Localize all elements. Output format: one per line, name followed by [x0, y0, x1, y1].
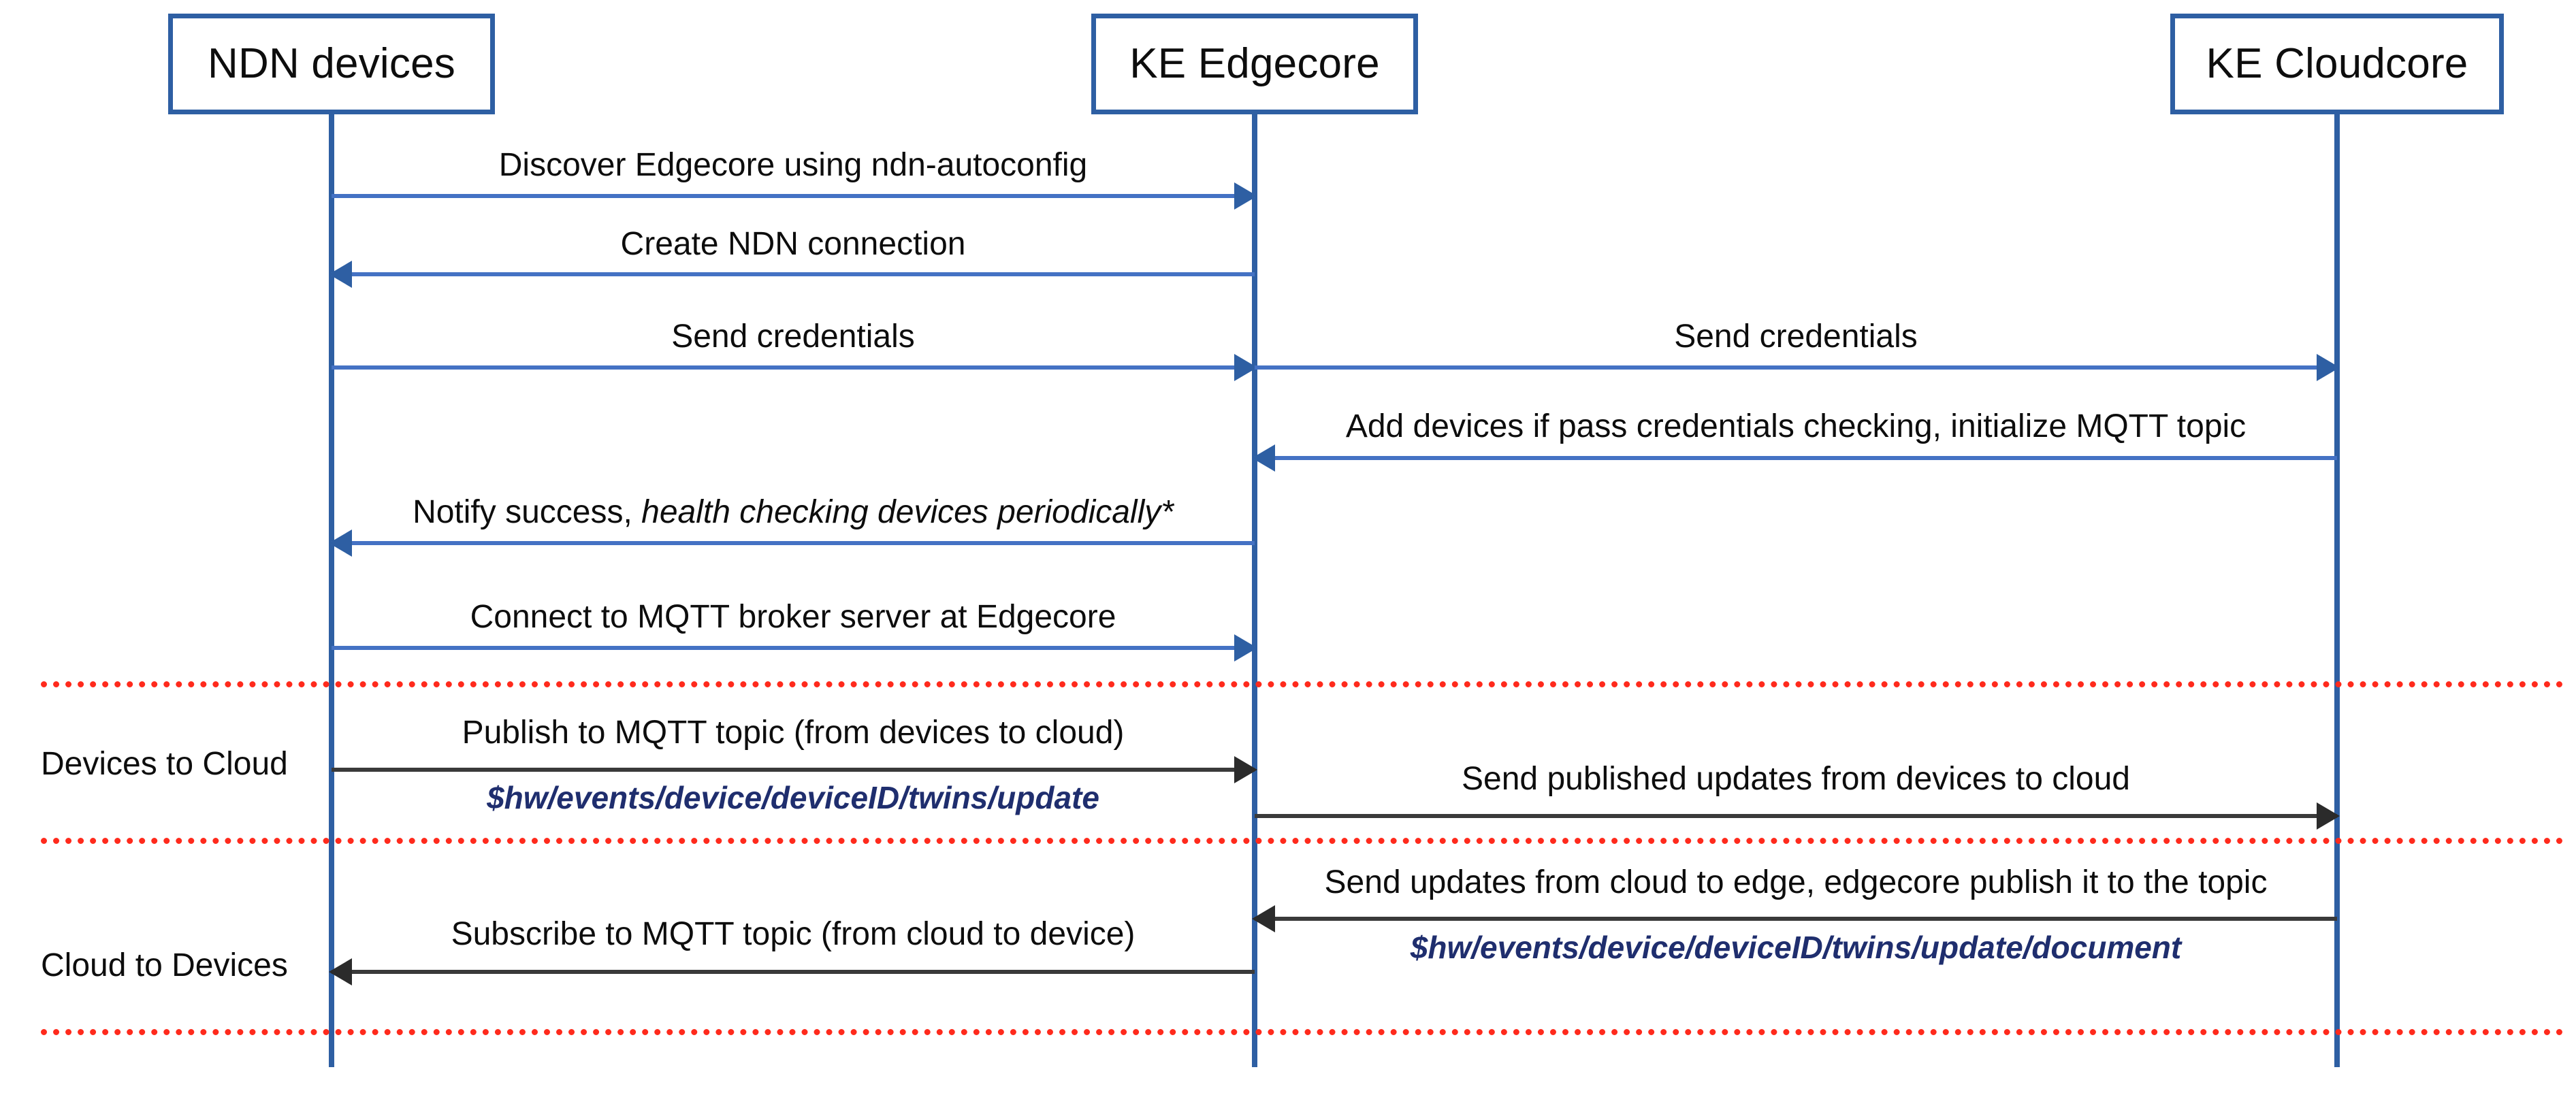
actor-label-ke-cloudcore: KE Cloudcore [2206, 40, 2468, 87]
actor-box-ke-edgecore[interactable]: KE Edgecore [1091, 14, 1418, 114]
message-label-connect-mqtt-broker: Connect to MQTT broker server at Edgecor… [470, 599, 1116, 635]
lifeline-ke-edgecore [1252, 114, 1257, 1067]
arrowhead-right-icon [1234, 634, 1257, 662]
message-line [332, 768, 1255, 772]
message-line [332, 272, 1255, 276]
actor-box-ndn-devices[interactable]: NDN devices [168, 14, 495, 114]
message-label-subscribe-mqtt-topic: Subscribe to MQTT topic (from cloud to d… [451, 916, 1136, 952]
arrowhead-right-icon [1234, 354, 1257, 381]
arrowhead-right-icon [2317, 802, 2340, 830]
message-line [332, 194, 1255, 198]
arrowhead-left-icon [329, 261, 352, 288]
actor-box-ke-cloudcore[interactable]: KE Cloudcore [2170, 14, 2504, 114]
message-line [1255, 365, 2337, 370]
actor-label-ndn-devices: NDN devices [208, 40, 455, 87]
actor-label-ke-edgecore: KE Edgecore [1129, 40, 1380, 87]
lifeline-ke-cloudcore [2334, 114, 2340, 1067]
phase-separator-top [41, 681, 2564, 687]
message-label-send-credentials-device-edge: Send credentials [671, 319, 915, 355]
message-label-discover-edgecore: Discover Edgecore using ndn-autoconfig [498, 147, 1088, 183]
message-label-send-updates-cloud-to-edge: Send updates from cloud to edge, edgecor… [1324, 864, 2268, 900]
phase-label-devices-to-cloud: Devices to Cloud [41, 746, 288, 782]
message-label-add-devices-init-topic: Add devices if pass credentials checking… [1345, 408, 2247, 444]
arrowhead-left-icon [329, 529, 352, 557]
message-label-create-ndn-connection: Create NDN connection [620, 226, 966, 262]
mqtt-topic-cloud-to-device: $hw/events/device/deviceID/twins/update/… [1410, 930, 2182, 965]
message-line [332, 365, 1255, 370]
message-label-send-credentials-edge-cloud: Send credentials [1674, 319, 1918, 355]
message-label-notify-success: Notify success, health checking devices … [332, 495, 1255, 529]
message-line [1255, 814, 2337, 818]
notify-success-plain-text: Notify success, [413, 494, 642, 530]
lifeline-ndn-devices [329, 114, 334, 1067]
phase-separator-bottom [41, 1029, 2564, 1035]
notify-success-italic-text: health checking devices periodically* [641, 494, 1174, 530]
arrowhead-left-icon [1252, 444, 1275, 472]
arrowhead-left-icon [1252, 905, 1275, 932]
message-line [1255, 917, 2337, 921]
arrowhead-left-icon [329, 958, 352, 985]
message-label-publish-mqtt-topic: Publish to MQTT topic (from devices to c… [462, 715, 1125, 751]
phase-separator-middle [41, 838, 2564, 844]
message-line [332, 541, 1255, 545]
arrowhead-right-icon [2317, 354, 2340, 381]
message-label-send-published-updates: Send published updates from devices to c… [1462, 761, 2130, 797]
message-line [1255, 456, 2337, 460]
message-line [332, 646, 1255, 650]
phase-label-cloud-to-devices: Cloud to Devices [41, 947, 288, 983]
arrowhead-right-icon [1234, 182, 1257, 210]
message-line [332, 970, 1255, 974]
arrowhead-right-icon [1234, 756, 1257, 783]
mqtt-topic-device-to-cloud: $hw/events/device/deviceID/twins/update [487, 780, 1099, 815]
